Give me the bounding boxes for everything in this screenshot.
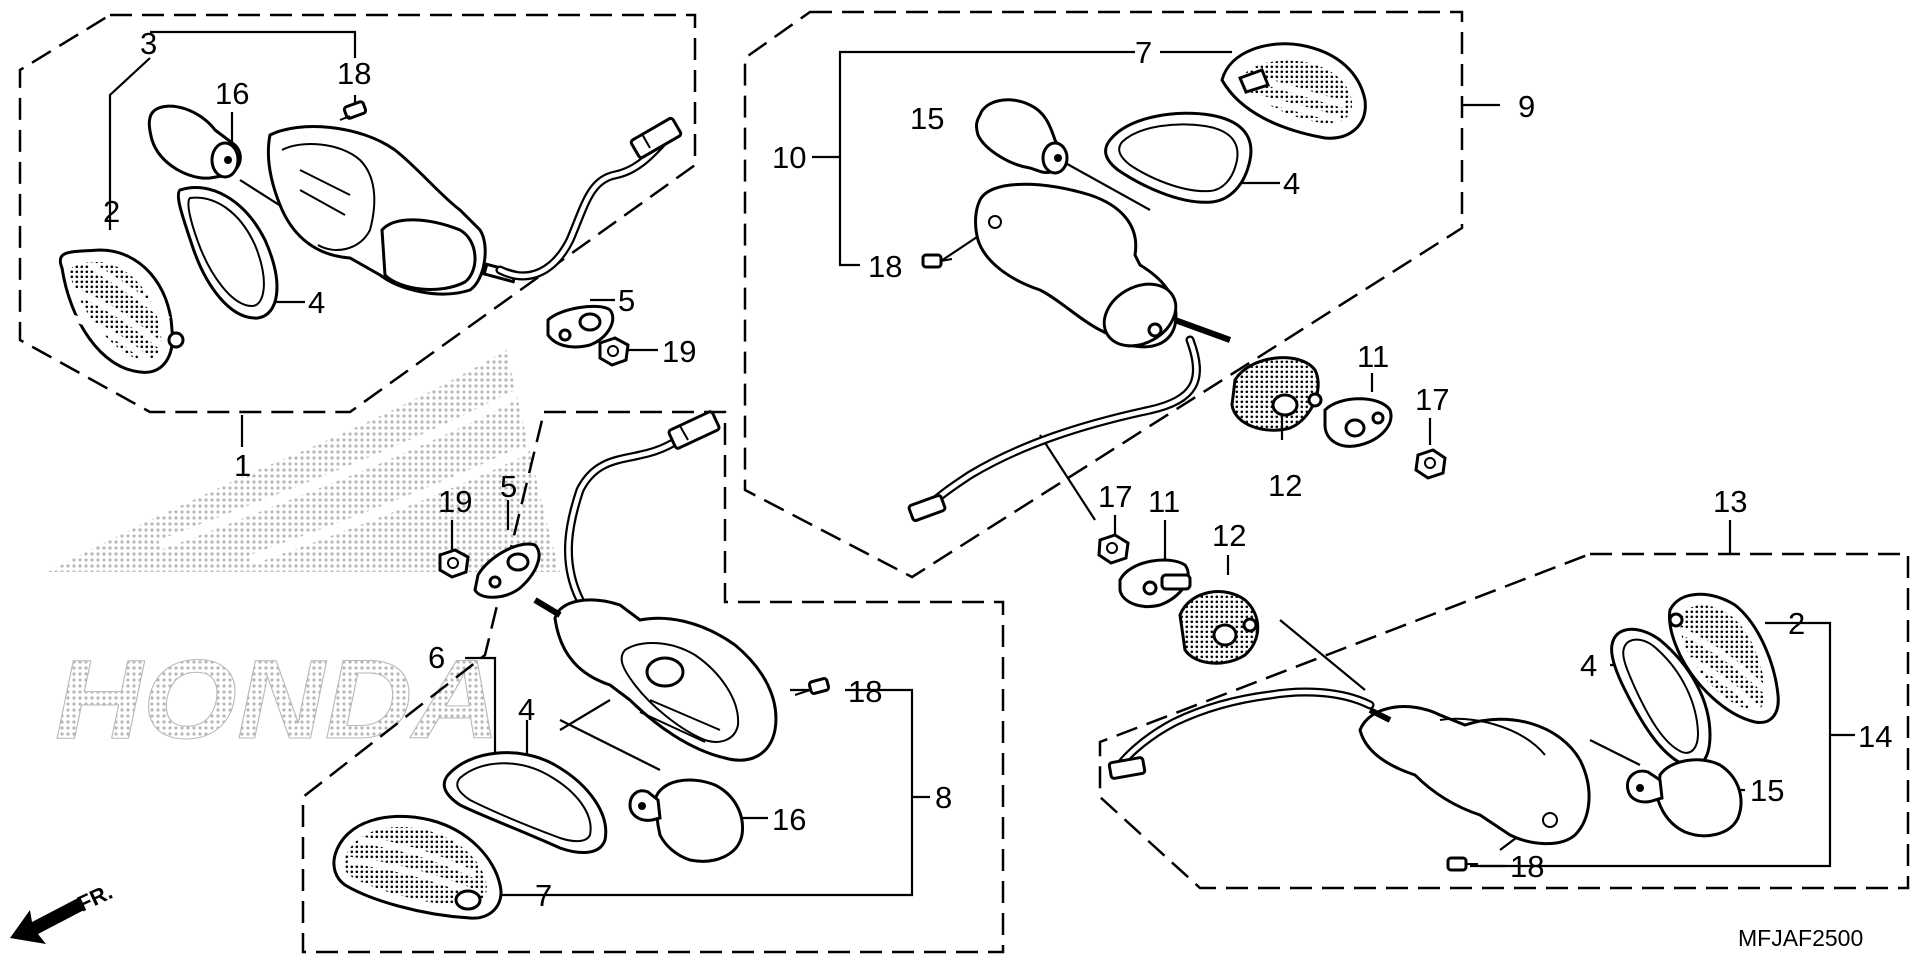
part-wire-upper-right <box>907 335 1201 522</box>
callout-14: 14 <box>1858 719 1892 754</box>
callout-18-top: 18 <box>337 56 371 91</box>
callout-15-upper: 15 <box>910 101 944 136</box>
part-housing-lower-left <box>533 597 778 762</box>
part-gasket-upper-right <box>1104 111 1253 204</box>
part-nut-19-upper <box>598 336 630 367</box>
callout-1: 1 <box>234 448 251 483</box>
callout-12-upper: 12 <box>1268 468 1302 503</box>
front-direction-arrow: FR. <box>10 879 116 944</box>
part-nut-17-lower <box>1097 533 1130 565</box>
part-bracket-5-upper <box>546 304 615 349</box>
callout-9: 9 <box>1518 89 1535 124</box>
part-housing-upper-right <box>974 182 1232 349</box>
diagram-code: MFJAF2500 <box>1738 925 1863 951</box>
honda-watermark: HONDA <box>48 340 560 763</box>
watermark-text: HONDA <box>55 637 500 762</box>
part-lens-upper-right <box>1220 42 1367 140</box>
callout-7-upper: 7 <box>1135 35 1152 70</box>
callout-7-lower: 7 <box>535 878 552 913</box>
part-number-labels: 1 2 3 4 5 16 18 19 7 9 10 15 4 18 11 17 … <box>103 26 1892 913</box>
part-bracket-5-lower <box>473 542 541 599</box>
callout-8: 8 <box>935 780 952 815</box>
callout-19-lower: 19 <box>438 484 472 519</box>
group-box-6 <box>301 410 1005 954</box>
callout-5-upper: 5 <box>618 283 635 318</box>
callout-4-lower-left: 4 <box>518 692 535 727</box>
part-wire-lower-left <box>564 410 721 605</box>
group-box-1 <box>18 13 697 414</box>
part-screw-18-lower-right <box>1446 856 1478 872</box>
part-screw-18-top <box>339 100 368 121</box>
callout-18-lower-right: 18 <box>1510 849 1544 884</box>
callout-17-lower: 17 <box>1098 479 1132 514</box>
part-nut-17-upper <box>1414 448 1447 480</box>
callout-4-lower-right: 4 <box>1580 648 1597 683</box>
callout-4-upper-left: 4 <box>308 285 325 320</box>
callout-16-upper-left: 16 <box>215 76 249 111</box>
callout-3: 3 <box>140 26 157 61</box>
part-lens-upper-left <box>58 248 185 374</box>
part-lens-lower-right <box>1668 592 1780 725</box>
part-bracket-11-upper <box>1323 397 1393 448</box>
part-bulb-lower-left <box>628 778 745 863</box>
callout-6: 6 <box>428 640 445 675</box>
callout-18-lower-left: 18 <box>848 674 882 709</box>
callout-12-lower: 12 <box>1212 518 1246 553</box>
callout-18-upper-right: 18 <box>868 249 902 284</box>
callout-2-upper-left: 2 <box>103 194 120 229</box>
callout-4-upper-right: 4 <box>1283 166 1300 201</box>
part-lens-lower-left <box>332 814 503 920</box>
part-wire-lower-right <box>1107 687 1375 780</box>
callout-17-upper: 17 <box>1415 382 1449 417</box>
callout-15-lower: 15 <box>1750 773 1784 808</box>
part-nut-19-lower <box>438 548 470 579</box>
part-screw-18-lower-left <box>794 677 831 696</box>
callout-13: 13 <box>1713 484 1747 519</box>
part-housing-lower-right <box>1358 705 1591 846</box>
part-housing-upper-left <box>266 125 518 296</box>
part-gasket-upper-left <box>176 185 279 320</box>
part-wire-upper-left <box>495 116 683 281</box>
callout-5-lower: 5 <box>500 469 517 504</box>
part-bulb-upper-right <box>975 98 1069 175</box>
callout-16-lower-left: 16 <box>772 802 806 837</box>
part-gasket-lower-left <box>442 751 608 854</box>
part-grommet-12-lower <box>1178 590 1260 665</box>
part-bulb-upper-left <box>147 104 242 180</box>
part-screw-18-upper-right <box>921 253 953 269</box>
callout-19-upper: 19 <box>662 334 696 369</box>
part-bracket-11-lower <box>1118 558 1192 608</box>
part-grommet-12-upper <box>1230 356 1323 432</box>
part-bulb-lower-right <box>1625 758 1743 838</box>
callout-10: 10 <box>772 140 806 175</box>
callout-11-upper: 11 <box>1357 339 1389 374</box>
callout-11-lower: 11 <box>1148 484 1180 519</box>
group-box-13 <box>1098 552 1910 890</box>
callout-2-lower-right: 2 <box>1788 606 1805 641</box>
group-box-9 <box>743 10 1464 579</box>
